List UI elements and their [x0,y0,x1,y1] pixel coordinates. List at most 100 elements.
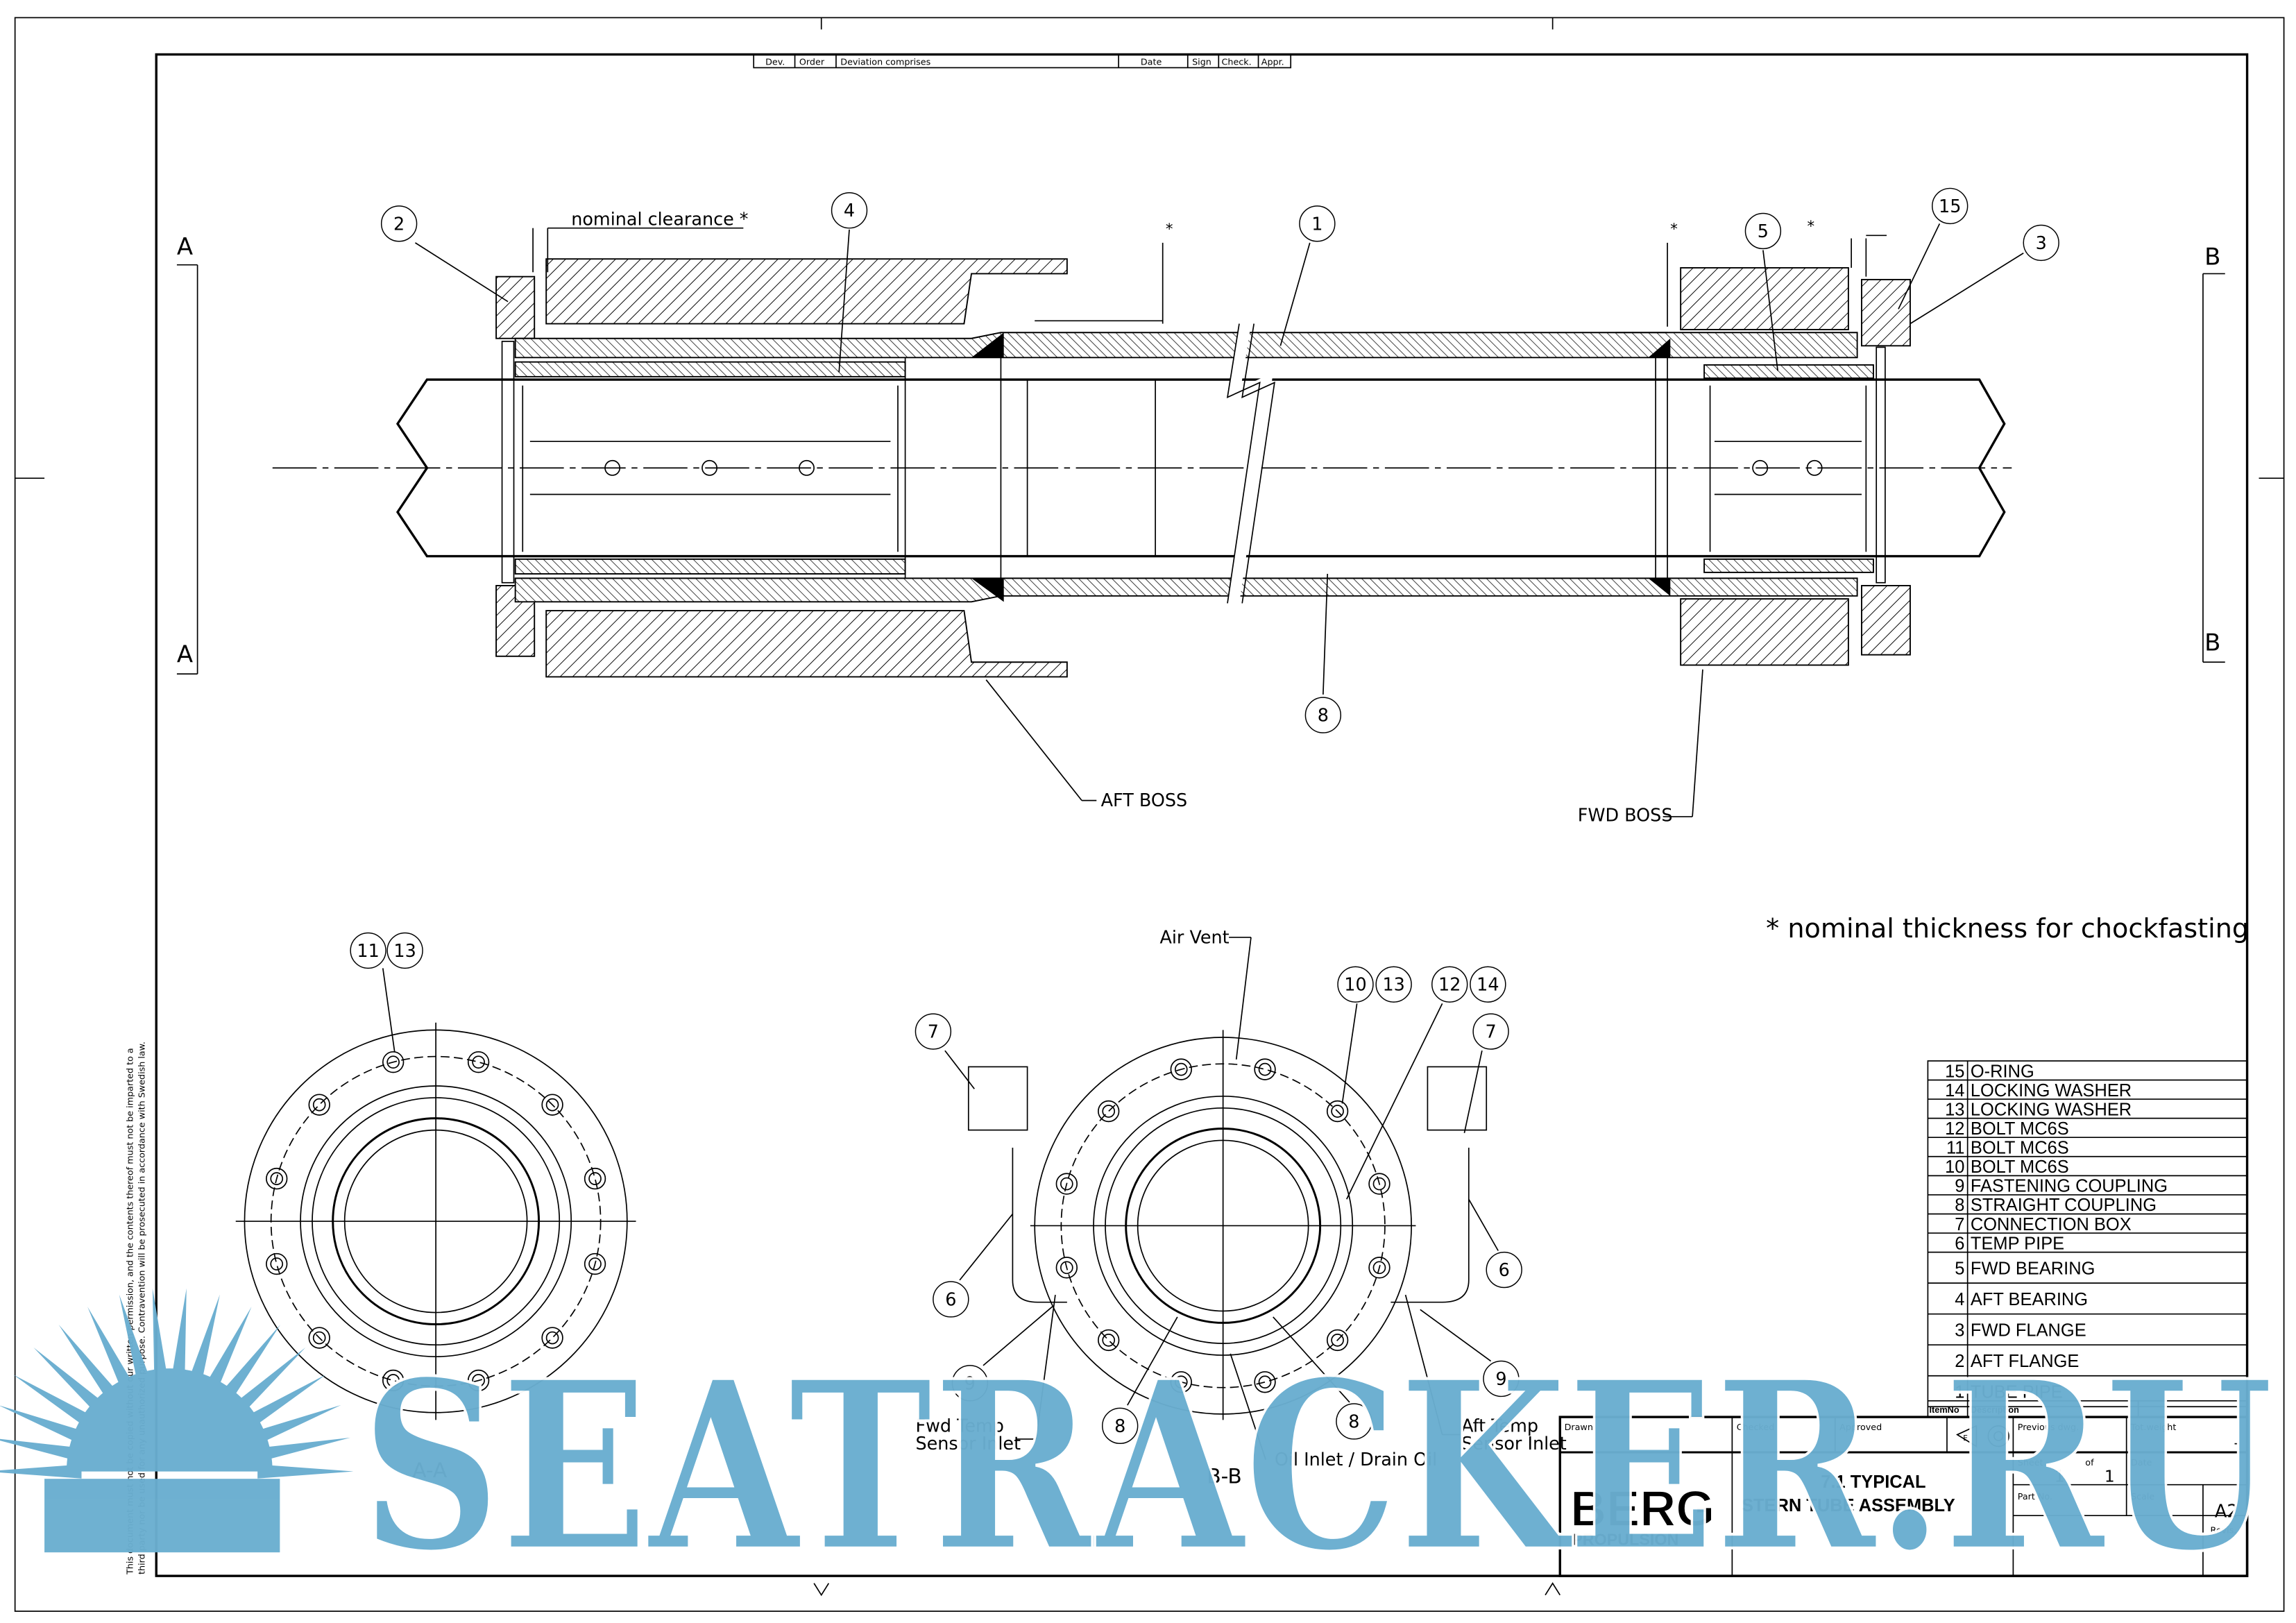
bolt-head-icon [1254,1058,1276,1080]
item-balloon: 3 [2023,224,2059,262]
part-item-number: 4 [1955,1290,1964,1309]
of-label: of [2085,1457,2094,1468]
item-balloon: 1 [1299,205,1336,242]
bolt-head-icon [266,1252,288,1275]
balloon-circle [933,1281,969,1318]
section-markers: A A B B [177,233,2225,675]
aft-temp-label-line2: Sensor Inlet [1461,1433,1567,1454]
bolt-hole [1331,1334,1344,1347]
item-balloon: 6 [1486,1251,1522,1289]
balloon-number: 3 [2036,232,2047,253]
sun-ray-icon [12,1375,99,1431]
oil-inlet-label: Oil Inlet / Drain Oil [1275,1449,1437,1470]
sheet-label: Sheet [2018,1457,2043,1468]
asterisk-note: * [1670,220,1678,237]
bolt-hole [545,1331,559,1345]
section-b-top: B [2204,244,2220,271]
section-a-bottom: A [177,640,193,668]
balloon-circle [1470,966,1506,1003]
part-description: AFT FLANGE [1971,1352,2079,1371]
balloon-number: 2 [393,213,405,234]
item-balloon: 4 [831,192,868,229]
bolt-hole [1174,1375,1188,1389]
balloon-number: 10 [1344,974,1366,995]
scale-label: Scale [2131,1491,2154,1502]
sun-ray-icon [187,1294,220,1389]
balloon-number: 8 [1114,1416,1125,1436]
bolt-hole [312,1331,326,1345]
balloon-number: 14 [1477,974,1499,995]
rev-dev-header: Dev. [765,56,785,67]
bolt-head-icon [1170,1371,1192,1393]
item-balloon: 15 [1932,187,1968,225]
item-balloon: 13 [386,932,423,969]
part-description: LOCKING WASHER [1971,1100,2132,1119]
watermark-text: SEATRACKER.RU [361,1330,2274,1604]
bolt-hole [472,1055,485,1069]
bolt-hole [472,1374,485,1387]
balloon-circle [1472,1013,1509,1050]
bolt-head-icon [382,1051,405,1073]
bolt-head-icon [1055,1257,1078,1279]
revis-label: Revis. [2211,1525,2237,1536]
part-description: FASTENING COUPLING [1971,1177,2168,1196]
parts-list-row: 2 AFT FLANGE [1928,1352,2247,1377]
stern-tube-longitudinal-section: nominal clearance * * * * AFT BOSS FWD B… [272,208,2249,944]
balloon-number: 13 [1382,974,1404,995]
bolt-hole [1060,1261,1073,1275]
berg-logo: BERG [1570,1481,1715,1537]
fwd-temp-label-line2: Sensor Inlet [915,1433,1021,1454]
bolt-head-icon [1055,1173,1078,1195]
part-item-number: 2 [1955,1352,1964,1371]
balloon-circle [1375,966,1412,1003]
title-block: Drawn Checked Approved E Previous dwg. T… [1558,1416,2249,1577]
balloon-circle [915,1013,952,1050]
balloon-number: 8 [1318,705,1329,726]
section-b-bottom: B [2204,629,2220,656]
sun-icon [66,1368,273,1472]
bolt-hole [1174,1062,1188,1076]
item-balloon: 13 [1375,966,1412,1003]
balloon-circle [380,205,418,242]
balloon-circle [1744,212,1782,250]
item-balloon: 9 [1483,1360,1520,1397]
drawn-label: Drawn [1565,1422,1593,1432]
bolt-hole [1102,1334,1116,1347]
balloon-number: 7 [1486,1021,1497,1042]
chockfast-note: * nominal thickness for chockfasting [1766,914,2249,944]
part-description: O-RING [1971,1062,2034,1081]
fwd-boss-label: FWD BOSS [1578,804,1673,825]
item-balloon: 14 [1470,966,1506,1003]
previous-dwg-label: Previous dwg. [2018,1422,2079,1432]
sun-ray-icon [257,1464,354,1479]
bolt-hole [386,1055,400,1069]
bolt-head-icon [584,1252,606,1275]
bolt-head-icon [1254,1371,1276,1393]
part-description: BOLT MC6S [1971,1157,2069,1177]
item-balloon: 9 [951,1365,989,1402]
bolt-hole [270,1257,284,1271]
bolt-head-icon [541,1327,563,1349]
bolt-head-icon [308,1327,330,1349]
tot-weight-value: - [2234,1434,2239,1452]
bolt-hole [1258,1375,1272,1389]
sun-ray-icon [0,1438,85,1463]
part-description: FWD BEARING [1971,1259,2095,1278]
balloon-circle [1483,1360,1520,1397]
bolt-head-icon [541,1094,563,1116]
asterisk-note: * [1808,217,1815,235]
bolt-hole [1258,1062,1272,1076]
section-a-top: A [177,233,193,260]
fwd-temp-label-line1: Fwd Temp [915,1415,1003,1436]
balloon-number: 9 [1495,1368,1506,1389]
balloon-circle [1336,1403,1372,1440]
balloon-number: 6 [945,1289,956,1309]
aft-boss-label: AFT BOSS [1101,790,1188,810]
drawing-title-line1: 7.1 TYPICAL [1821,1472,1925,1492]
sun-ray-icon [255,1437,350,1463]
